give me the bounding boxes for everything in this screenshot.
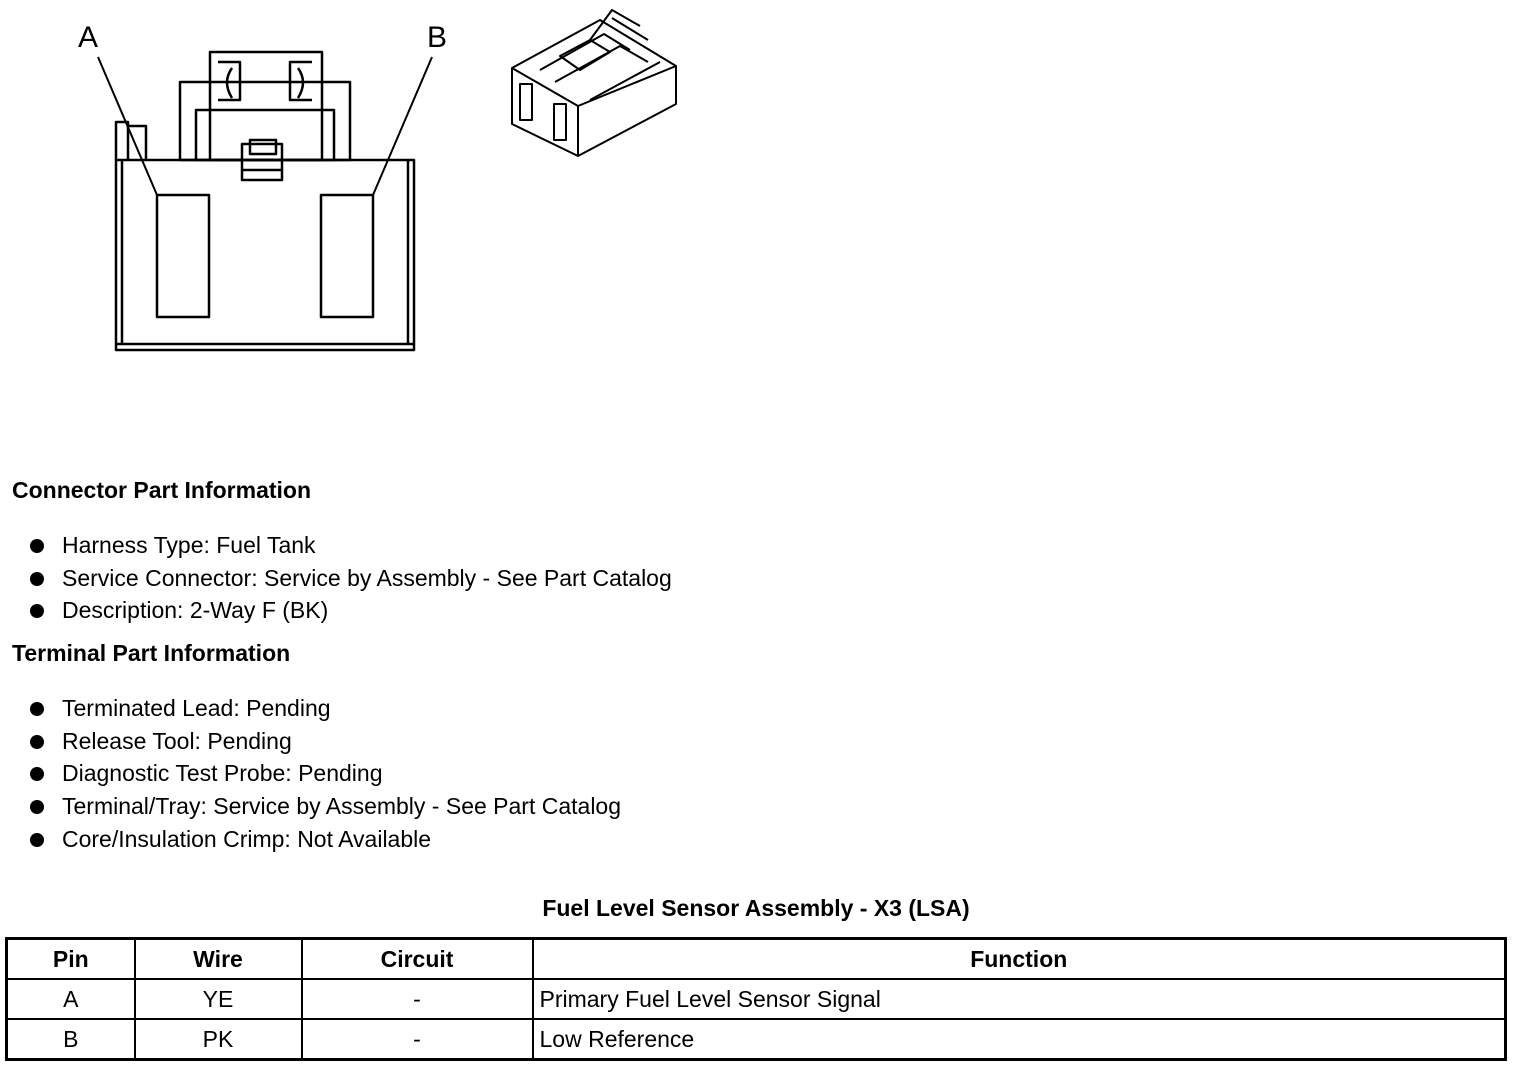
callout-b: B xyxy=(427,21,447,54)
bullet-icon xyxy=(30,734,44,749)
list-item: Core/Insulation Crimp: Not Available xyxy=(28,823,621,856)
header-function: Function xyxy=(531,937,1507,980)
cell-circuit: - xyxy=(300,978,534,1020)
terminal-info-title: Terminal Part Information xyxy=(12,640,291,666)
list-item: Description: 2-Way F (BK) xyxy=(28,594,672,627)
header-circuit: Circuit xyxy=(300,937,534,980)
callout-a: A xyxy=(78,21,98,54)
cell-function: Low Reference xyxy=(531,1018,1507,1061)
terminal-info-list: Terminated Lead: Pending Release Tool: P… xyxy=(28,692,621,856)
pin-table-title: Fuel Level Sensor Assembly - X3 (LSA) xyxy=(542,895,970,921)
cell-circuit: - xyxy=(300,1018,534,1061)
cell-wire: PK xyxy=(133,1018,303,1061)
cavity-b xyxy=(319,193,375,319)
list-item: Diagnostic Test Probe: Pending xyxy=(28,757,621,790)
connector-body xyxy=(114,158,416,352)
bullet-icon xyxy=(30,800,44,815)
list-item: Service Connector: Service by Assembly -… xyxy=(28,562,672,595)
bullet-icon xyxy=(30,702,44,716)
header-pin: Pin xyxy=(5,937,136,980)
cell-pin: B xyxy=(5,1018,136,1061)
bullet-icon xyxy=(30,539,44,553)
bullet-icon xyxy=(30,767,44,782)
list-item: Terminal/Tray: Service by Assembly - See… xyxy=(28,790,621,823)
header-wire: Wire xyxy=(133,937,303,980)
connector-info-title: Connector Part Information xyxy=(12,477,312,503)
connector-info-list: Harness Type: Fuel Tank Service Connecto… xyxy=(28,529,672,627)
connector-diagram: A B xyxy=(78,9,677,352)
cell-pin: A xyxy=(5,978,136,1020)
list-item: Terminated Lead: Pending xyxy=(28,692,621,725)
cell-function: Primary Fuel Level Sensor Signal xyxy=(531,978,1507,1020)
table-header-row: Pin Wire Circuit Function xyxy=(5,937,1507,980)
bullet-icon xyxy=(30,832,44,847)
table-row: B PK - Low Reference xyxy=(5,1018,1507,1061)
list-item: Harness Type: Fuel Tank xyxy=(28,529,672,562)
table-row: A YE - Primary Fuel Level Sensor Signal xyxy=(5,978,1507,1020)
cavity-a xyxy=(155,193,211,319)
bullet-icon xyxy=(30,604,44,619)
bullet-icon xyxy=(30,571,44,586)
pin-table: Pin Wire Circuit Function A YE - Primary… xyxy=(5,937,1507,1061)
cell-wire: YE xyxy=(133,978,303,1020)
list-item: Release Tool: Pending xyxy=(28,725,621,758)
connector-isometric xyxy=(511,9,677,157)
